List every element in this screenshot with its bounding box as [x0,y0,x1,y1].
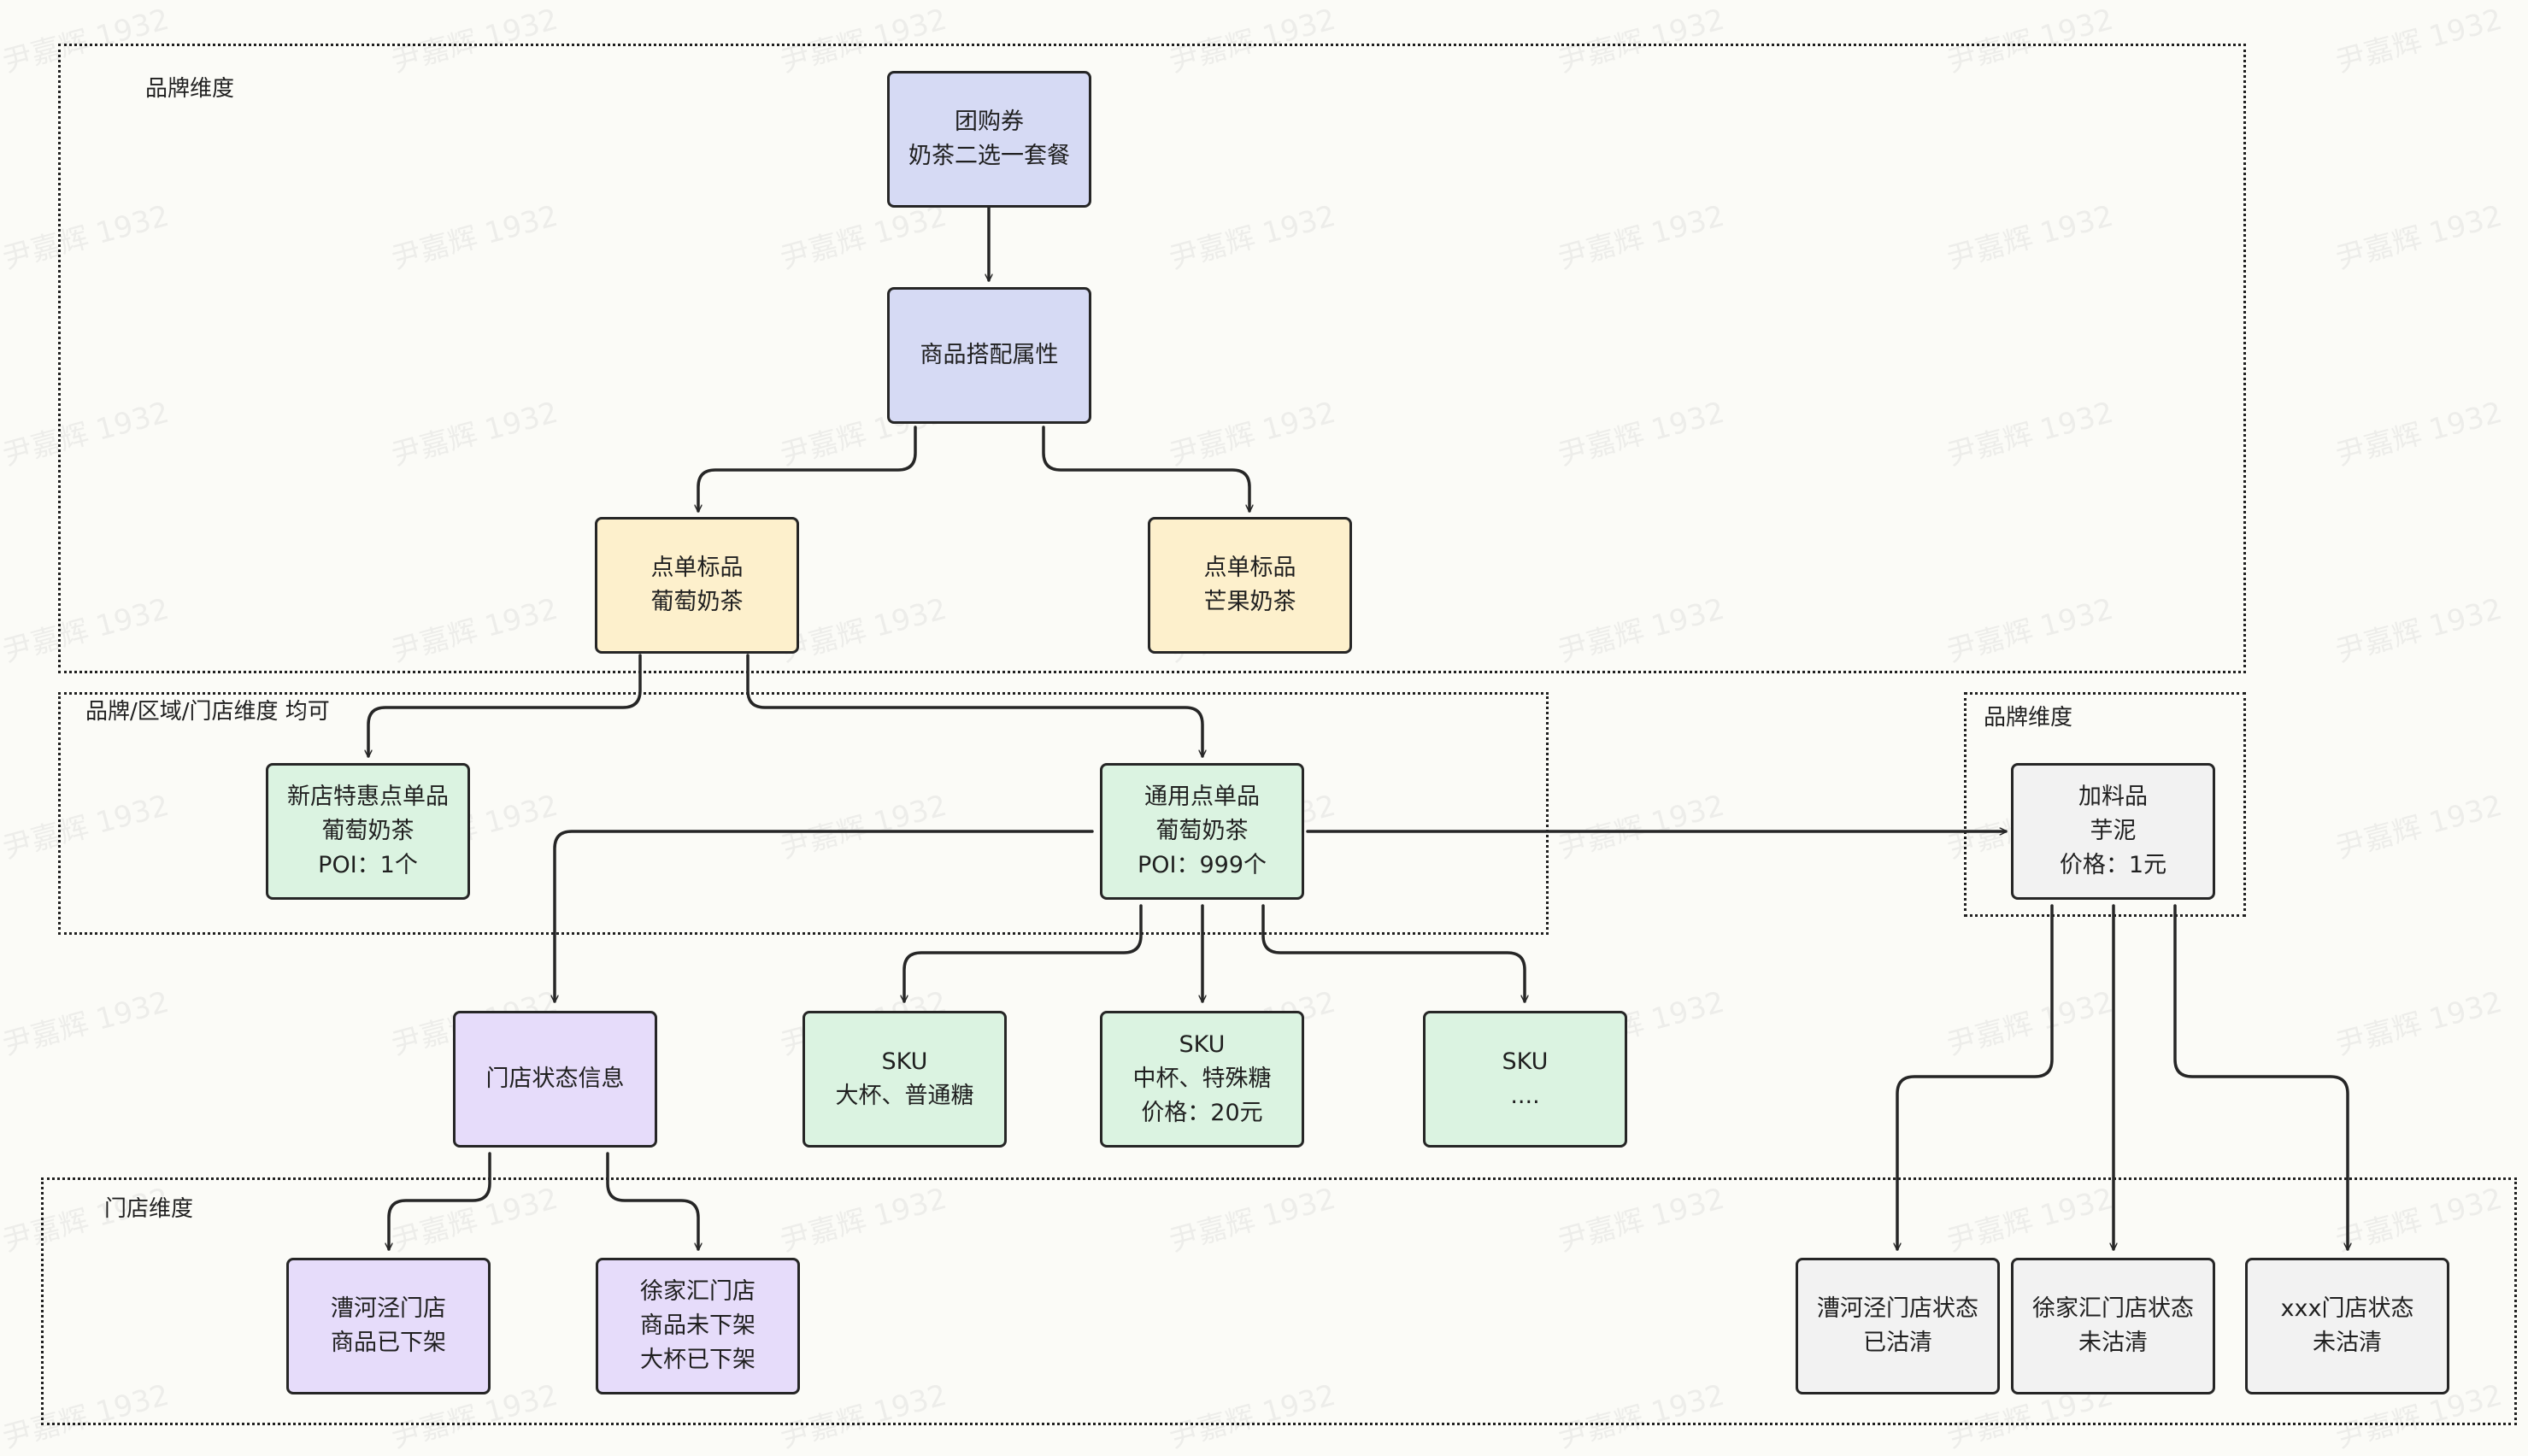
edge-attr-mango [1042,426,1249,513]
node-xujiahui-store-status[interactable]: 徐家汇门店状态 未沽清 [2011,1258,2215,1394]
node-topping-line3: 价格：1元 [2059,852,2167,878]
node-grape-standard-line2: 葡萄奶茶 [650,589,744,615]
edge-grape-general [746,654,1202,758]
node-sku-1-line2: 大杯、普通糖 [835,1083,974,1109]
node-topping-line2: 芋泥 [2090,818,2137,844]
node-store-status-info-line1: 门店状态信息 [485,1066,625,1092]
region-label-brand-region-store: 品牌/区域/门店维度 均可 [85,699,330,725]
node-groupon-line2: 奶茶二选一套餐 [908,143,1070,169]
node-grape-standard-line1: 点单标品 [650,555,744,581]
edge-topping-caohejing-status [1897,904,2054,1251]
node-new-store-item-line3: POI：1个 [318,852,418,878]
node-caohejing-store-status[interactable]: 漕河泾门店状态 已沽清 [1796,1258,2000,1394]
node-sku-2-line3: 价格：20元 [1141,1100,1263,1126]
node-xujiahui-store-status-line2: 未沽清 [2078,1330,2148,1356]
node-caohejing-store-line1: 漕河泾门店 [331,1295,446,1322]
node-xujiahui-store[interactable]: 徐家汇门店 商品未下架 大杯已下架 [596,1258,800,1394]
region-store [41,1177,2517,1425]
node-sku-3-line2: .... [1510,1083,1540,1109]
node-mango-standard[interactable]: 点单标品 芒果奶茶 [1148,517,1352,654]
region-label-brand-top: 品牌维度 [145,76,235,102]
region-label-brand-right: 品牌维度 [1984,705,2073,731]
region-brand-region-store [58,692,1549,935]
node-general-item-line1: 通用点单品 [1144,784,1260,810]
node-topping-line1: 加料品 [2078,784,2148,810]
node-new-store-item-line1: 新店特惠点单品 [287,784,449,810]
node-xujiahui-store-line1: 徐家汇门店 [640,1278,755,1305]
node-xujiahui-store-status-line1: 徐家汇门店状态 [2032,1295,2194,1322]
node-sku-3[interactable]: SKU .... [1423,1011,1627,1148]
region-brand-right [1964,692,2246,917]
node-sku-2-line2: 中杯、特殊糖 [1132,1066,1272,1092]
node-xxx-store-status[interactable]: xxx门店状态 未沽清 [2245,1258,2449,1394]
node-new-store-item-line2: 葡萄奶茶 [321,818,414,844]
node-xxx-store-status-line1: xxx门店状态 [2280,1295,2414,1322]
node-attr-line1: 商品搭配属性 [920,342,1059,368]
edge-topping-xxx-status [2173,904,2348,1251]
edge-attr-grape [698,426,917,513]
node-xxx-store-status-line2: 未沽清 [2313,1330,2382,1356]
node-general-item-line3: POI：999个 [1137,852,1267,878]
node-groupon-line1: 团购券 [955,109,1024,135]
node-sku-2-line1: SKU [1179,1031,1226,1058]
node-caohejing-store[interactable]: 漕河泾门店 商品已下架 [286,1258,491,1394]
edge-grape-newstore [368,654,642,758]
edge-general-sku1 [904,904,1143,1003]
region-brand-top [58,44,2246,673]
node-groupon[interactable]: 团购券 奶茶二选一套餐 [887,71,1091,208]
node-caohejing-store-line2: 商品已下架 [331,1330,446,1356]
node-xujiahui-store-line3: 大杯已下架 [640,1347,755,1373]
node-general-item[interactable]: 通用点单品 葡萄奶茶 POI：999个 [1100,763,1304,900]
node-mango-standard-line1: 点单标品 [1203,555,1296,581]
node-new-store-item[interactable]: 新店特惠点单品 葡萄奶茶 POI：1个 [266,763,470,900]
node-caohejing-store-status-line1: 漕河泾门店状态 [1817,1295,1978,1322]
node-store-status-info[interactable]: 门店状态信息 [453,1011,657,1148]
node-general-item-line2: 葡萄奶茶 [1155,818,1249,844]
node-xujiahui-store-line2: 商品未下架 [640,1312,755,1339]
node-mango-standard-line2: 芒果奶茶 [1203,589,1296,615]
edge-general-storestatus [555,830,1094,1003]
node-topping[interactable]: 加料品 芋泥 价格：1元 [2011,763,2215,900]
node-grape-standard[interactable]: 点单标品 葡萄奶茶 [595,517,799,654]
edge-general-sku3 [1261,904,1525,1003]
node-sku-1[interactable]: SKU 大杯、普通糖 [802,1011,1007,1148]
node-caohejing-store-status-line2: 已沽清 [1863,1330,1932,1356]
node-sku-3-line1: SKU [1502,1048,1549,1075]
node-sku-1-line1: SKU [881,1048,928,1075]
edge-storestatus-xujiahui [606,1152,698,1251]
node-attr[interactable]: 商品搭配属性 [887,287,1091,424]
region-label-store: 门店维度 [104,1196,194,1222]
edge-storestatus-caohejing [389,1152,491,1251]
node-sku-2[interactable]: SKU 中杯、特殊糖 价格：20元 [1100,1011,1304,1148]
